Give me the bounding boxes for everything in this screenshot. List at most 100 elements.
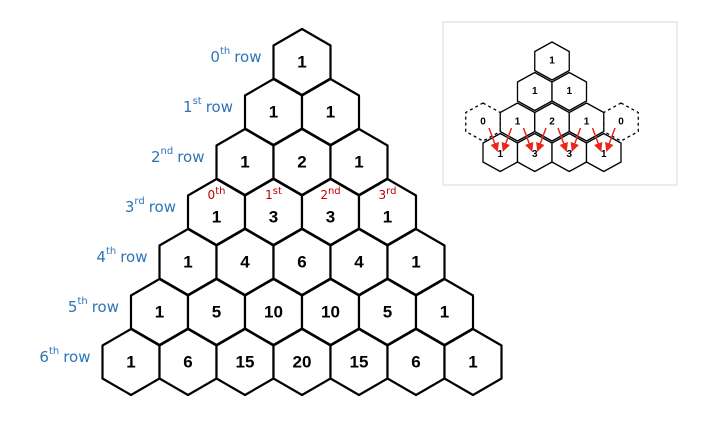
inset-hexagon [551, 71, 588, 112]
addition-arrow [488, 127, 499, 152]
cell-value: 6 [411, 353, 420, 372]
inset-cell-value: 2 [549, 117, 555, 128]
cell-value: 10 [264, 303, 283, 322]
cell-value: 4 [354, 253, 364, 272]
position-index-suffix: rd [386, 186, 396, 197]
cell-value: 1 [468, 353, 477, 372]
cell-value: 5 [212, 303, 221, 322]
inset-cell-value: 1 [584, 117, 590, 128]
cell-value: 6 [183, 353, 192, 372]
cell-value: 10 [321, 303, 340, 322]
addition-arrow [605, 127, 616, 152]
cell-value: 4 [240, 253, 250, 272]
inset-hexagon [568, 102, 605, 142]
row-label-suffix: th [49, 346, 59, 357]
inset-hex-cell: 1 [551, 71, 588, 112]
addition-arrow [557, 127, 568, 152]
addition-arrow [522, 127, 534, 152]
row-label-word: row [177, 148, 204, 166]
cell-value: 2 [297, 153, 306, 172]
cell-value: 20 [293, 353, 312, 372]
row-label-number: 5 [68, 298, 78, 316]
row-label-word: row [206, 98, 233, 116]
cell-value: 1 [183, 253, 192, 272]
cell-value: 1 [269, 103, 278, 122]
cell-value: 3 [326, 208, 335, 227]
inset-cell-value: 1 [601, 149, 607, 160]
position-index: 0th [208, 186, 226, 203]
row-label-number: 0 [210, 48, 220, 66]
row-label-suffix: th [77, 296, 87, 307]
inset-cell-value: 1 [497, 149, 503, 160]
addition-arrow [591, 127, 603, 152]
position-index-number: 3 [379, 188, 387, 202]
position-index-number: 0 [208, 188, 216, 202]
position-index: 3rd [379, 186, 397, 203]
row-label-suffix: rd [134, 196, 144, 207]
row-label-suffix: th [220, 46, 230, 57]
inset-cell-value: 1 [566, 86, 572, 97]
ghost-value: 0 [618, 117, 624, 128]
position-index-number: 2 [320, 188, 328, 202]
row-label-word: row [63, 348, 90, 366]
row-label-word: row [149, 198, 176, 216]
position-index: 1st [265, 186, 282, 203]
row-label-word: row [234, 48, 261, 66]
cell-value: 1 [440, 303, 449, 322]
hex-cell: 20 [272, 327, 332, 397]
cell-value: 15 [350, 353, 369, 372]
position-index: 2nd [320, 186, 340, 203]
cell-value: 1 [155, 303, 164, 322]
cell-value: 1 [126, 353, 135, 372]
row-label-number: 4 [96, 248, 106, 266]
addition-arrow [570, 127, 582, 152]
cell-value: 6 [297, 253, 306, 272]
cell-value: 1 [212, 208, 221, 227]
inset-cell-value: 1 [515, 117, 521, 128]
inset-hex-cell: 1 [568, 102, 605, 142]
row-label-number: 6 [39, 348, 49, 366]
cell-value: 15 [236, 353, 255, 372]
row-label-word: row [120, 248, 147, 266]
row-label-number: 3 [125, 198, 135, 216]
position-index-labels: 0th 1st 2nd 3rd [208, 186, 397, 203]
row-label-suffix: nd [161, 146, 174, 157]
row-label-word: row [92, 298, 119, 316]
position-index-number: 1 [265, 188, 273, 202]
cell-value: 1 [354, 153, 363, 172]
position-index-suffix: nd [328, 186, 341, 197]
inset-cell-value: 1 [549, 56, 555, 67]
row-label-suffix: th [106, 246, 116, 257]
inset-addition-diagram: 0 0 1 1 1 1 2 1 1 3 3 1 [442, 21, 678, 186]
cell-value: 3 [269, 208, 278, 227]
position-index-suffix: st [273, 186, 282, 197]
row-label-number: 2 [151, 148, 161, 166]
cell-value: 5 [383, 303, 392, 322]
cell-value: 1 [411, 253, 420, 272]
inset-hex-cell: 1 [534, 41, 570, 81]
inset-cell-value: 3 [532, 149, 538, 160]
row-label-suffix: st [193, 96, 202, 107]
position-index-suffix: th [215, 186, 225, 197]
ghost-value: 0 [480, 117, 486, 128]
inset-cell-value: 3 [566, 149, 572, 160]
inset-cell-value: 1 [532, 86, 538, 97]
cell-value: 1 [383, 208, 392, 227]
inset-hexagon [534, 41, 570, 81]
hex-cell: 1 [443, 327, 503, 397]
addition-arrow [501, 127, 513, 152]
cell-value: 1 [297, 53, 306, 72]
cell-value: 1 [326, 103, 335, 122]
row-label-number: 1 [183, 98, 193, 116]
cell-value: 1 [240, 153, 249, 172]
addition-arrow [536, 127, 547, 152]
